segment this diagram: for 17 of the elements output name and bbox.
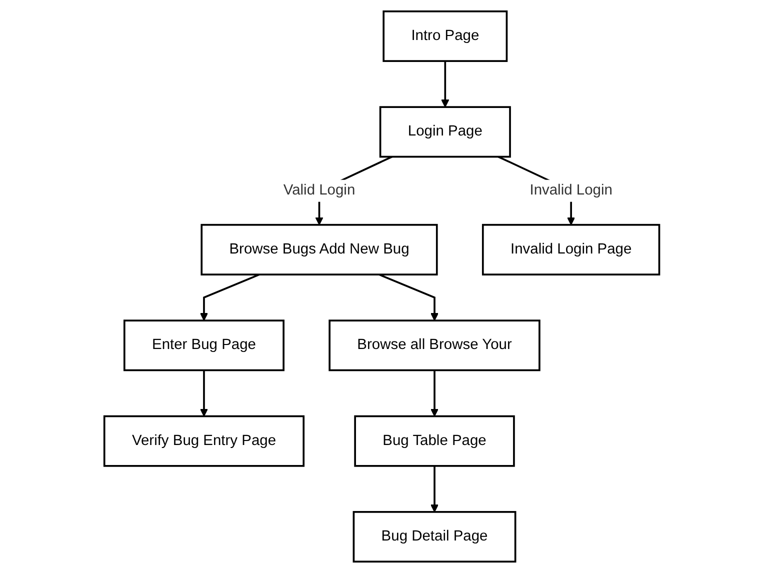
node-box: Invalid Login Page: [482, 224, 660, 276]
edge-label: Invalid Login: [529, 182, 612, 198]
arrow: [378, 274, 438, 321]
arrow: [200, 370, 208, 417]
node-box: Intro Page: [382, 10, 508, 62]
node-box: Bug Table Page: [354, 415, 515, 467]
edge-label: Valid Login: [283, 182, 355, 198]
arrow: [430, 466, 438, 512]
node-box: Verify Bug Entry Page: [103, 415, 304, 467]
arrow: [430, 370, 438, 417]
arrow: [200, 274, 260, 321]
arrow: [440, 61, 449, 108]
node-box: Enter Bug Page: [123, 320, 284, 372]
node-box: Bug Detail Page: [352, 511, 516, 563]
node-box: Browse Bugs Add New Bug: [200, 224, 438, 276]
node-box: Login Page: [379, 106, 511, 158]
node-box: Browse all Browse Your: [328, 320, 540, 372]
